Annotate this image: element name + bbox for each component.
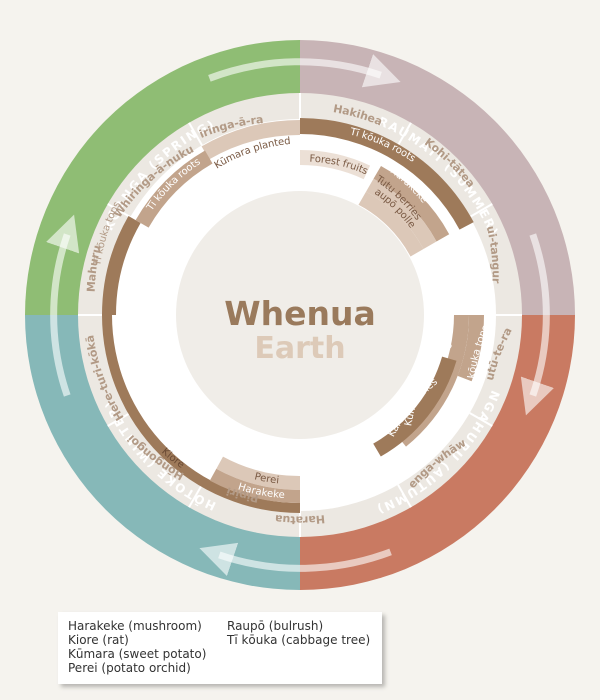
- month-label-haratua: Haratua: [274, 512, 325, 526]
- legend-item: Raupō (bulrush): [227, 619, 324, 633]
- activity-arc-perei: [216, 456, 300, 491]
- legend-column-left: Harakeke (mushroom) Kiore (rat) Kūmara (…: [68, 619, 206, 675]
- centre-disc: [176, 191, 424, 439]
- cycle-arrow-winter: [199, 542, 392, 576]
- activity-arc-karaka-berries: [373, 356, 457, 457]
- cycle-arrow-autumn: [520, 233, 554, 416]
- seasonal-calendar-wheel: Whenua Earth KŌANGA (SPRING) RAUMATI (SU…: [0, 0, 575, 590]
- legend-item: Tī kōuka (cabbage tree): [227, 633, 371, 647]
- cycle-arrow-summer: [208, 54, 401, 88]
- activity-arc-kumara-planted: [201, 119, 300, 160]
- activity-arc-tutu-berries: [366, 178, 437, 249]
- month-dividers: [78, 93, 522, 537]
- activity-bands: [101, 118, 484, 513]
- activity-label-perei: Perei: [253, 471, 279, 486]
- activity-arc-ti-kouka-tops-winter: [101, 216, 141, 315]
- centre-title: Whenua: [224, 294, 376, 333]
- legend-item: Harakeke (mushroom): [68, 619, 202, 633]
- cycle-arrow-spring: [46, 214, 80, 397]
- legend-item: Kūmara (sweet potato): [68, 647, 207, 661]
- activity-arc-raupo-pollen: [358, 191, 424, 257]
- activity-arc-kumara-harvesting: [396, 315, 469, 447]
- centre-subtitle: Earth: [254, 331, 345, 366]
- season-cycle-arrows: [46, 54, 554, 576]
- activity-arc-ti-kouka-roots-spring: [135, 150, 213, 228]
- activity-arc-forest-fruits: [300, 149, 371, 180]
- legend: Harakeke (mushroom) Kiore (rat) Kūmara (…: [58, 612, 382, 684]
- activity-arc-harakeke-winter: [209, 468, 300, 504]
- legend-item: Kiore (rat): [68, 633, 129, 647]
- legend-item: Perei (potato orchid): [68, 661, 191, 675]
- activity-arc-harakeke-summer: [373, 166, 450, 242]
- activity-arc-ti-kouka-roots-summer: [300, 118, 474, 230]
- activity-arc-ti-kouka-tops-autumn: [457, 315, 484, 382]
- legend-column-right: Raupō (bulrush) Tī kōuka (cabbage tree): [227, 619, 370, 647]
